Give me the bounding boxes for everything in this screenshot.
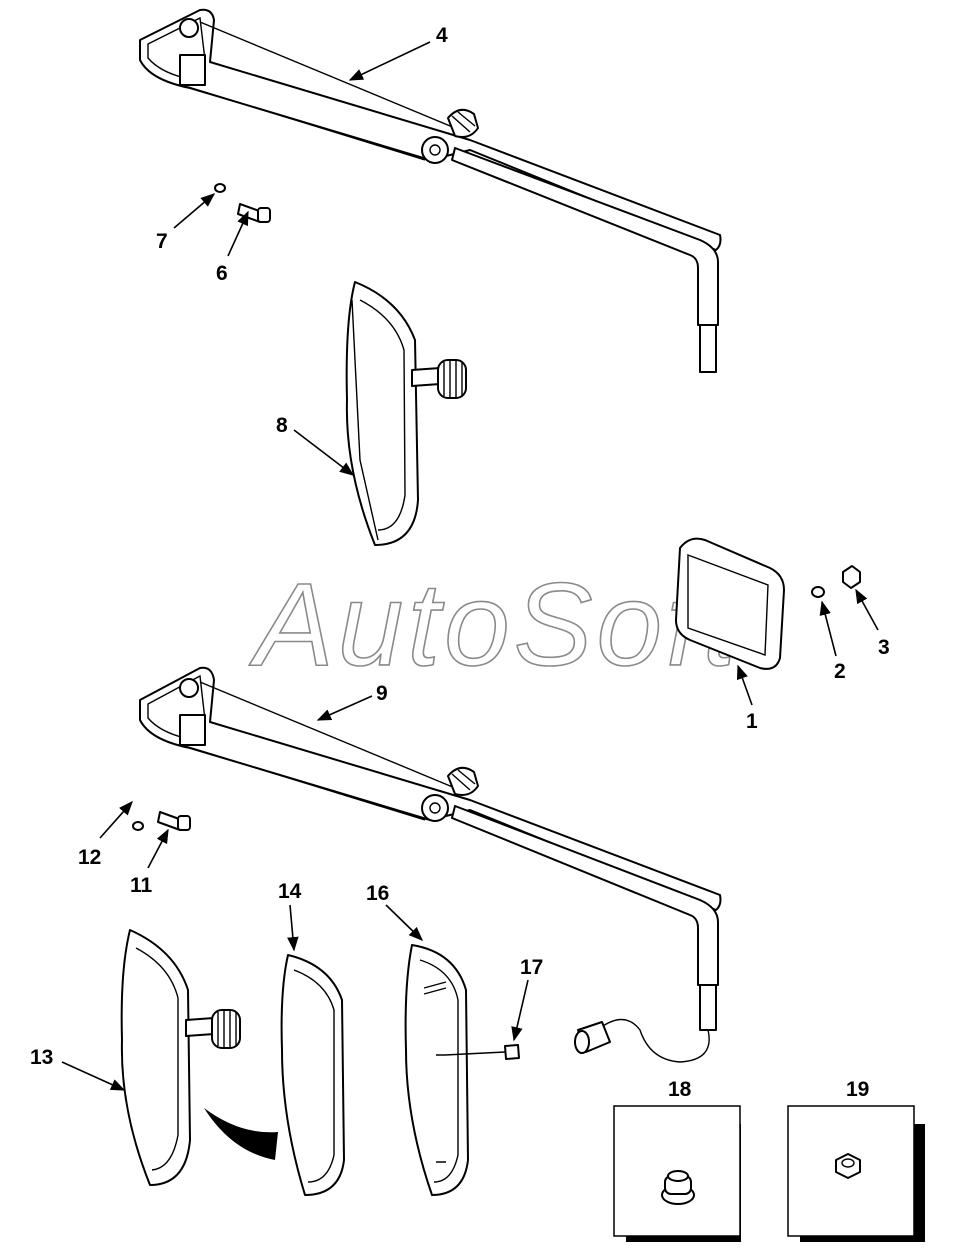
upper-mirror-arm [139,8,722,373]
callout-labels: 4 7 6 8 1 2 3 9 12 11 13 14 16 17 18 19 [30,24,890,1101]
callout-17: 17 [520,956,543,979]
callout-6: 6 [216,262,228,285]
lower-fasteners [132,811,191,831]
mirror-head-16 [404,944,520,1196]
watermark: AutoSoft [249,559,740,691]
detail-box-19 [787,1105,925,1242]
callout-13: 13 [30,1046,53,1069]
lower-mirror-head [120,929,241,1186]
callout-9: 9 [376,682,388,705]
mirror-head-14 [280,954,345,1196]
callout-3: 3 [878,636,890,659]
callout-12: 12 [78,846,101,869]
mirror-glass [675,537,785,670]
callout-7: 7 [156,230,168,253]
washer [811,586,825,598]
upper-fasteners [214,183,271,223]
callout-4: 4 [436,24,448,47]
upper-mirror-head [345,281,467,546]
callout-11: 11 [130,874,153,897]
leader-lines [61,41,879,1091]
black-sheet [204,1108,278,1160]
callout-19: 19 [846,1078,869,1101]
nut [842,565,861,589]
callout-18: 18 [668,1078,692,1101]
detail-box-18 [613,1105,741,1242]
callout-8: 8 [276,414,288,437]
callout-2: 2 [834,660,846,683]
callout-14: 14 [278,880,302,903]
lower-mirror-arm [139,666,722,1063]
callout-16: 16 [366,882,389,905]
callout-1: 1 [746,710,758,733]
